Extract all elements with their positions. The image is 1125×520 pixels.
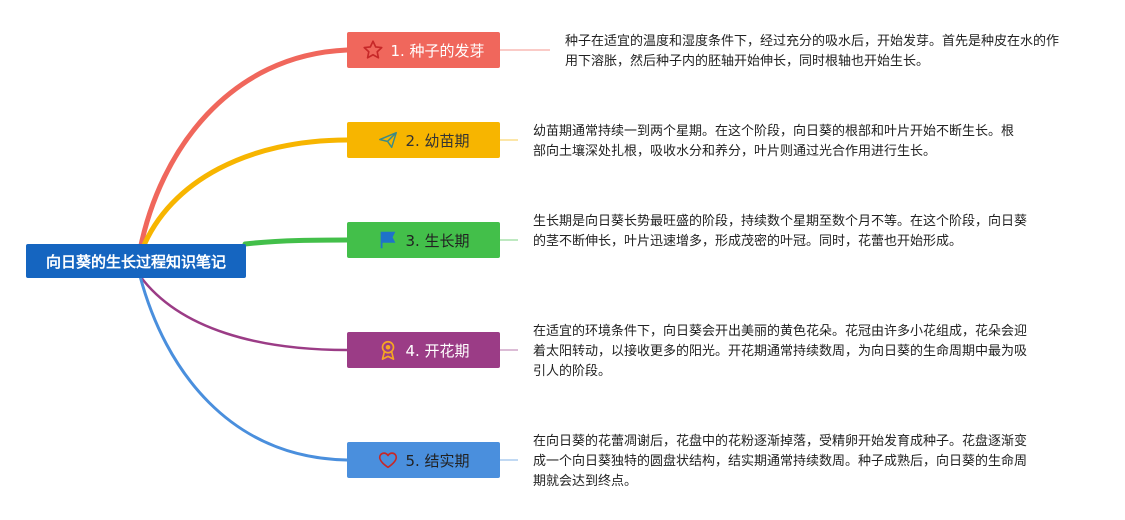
- heart-icon: [377, 449, 399, 471]
- stage-description-4: 在适宜的环境条件下，向日葵会开出美丽的黄色花朵。花冠由许多小花组成，花朵会迎着太…: [533, 324, 1028, 379]
- star-icon: [362, 39, 384, 61]
- paper-plane-icon: [377, 129, 399, 151]
- stage-node-3[interactable]: 3. 生长期: [347, 222, 500, 258]
- root-topic[interactable]: 向日葵的生长过程知识笔记: [26, 244, 246, 278]
- award-icon: [377, 339, 399, 361]
- stage-node-5[interactable]: 5. 结实期: [347, 442, 500, 478]
- branch-line-4: [138, 274, 349, 352]
- stage-node-2[interactable]: 2. 幼苗期: [347, 122, 500, 158]
- branch-line-3: [242, 237, 350, 247]
- stage-description-3: 生长期是向日葵长势最旺盛的阶段，持续数个星期至数个月不等。在这个阶段，向日葵的茎…: [533, 214, 1028, 249]
- stage-node-1[interactable]: 1. 种子的发芽: [347, 32, 500, 68]
- branch-line-1: [137, 47, 350, 253]
- branch-line-2: [139, 137, 350, 253]
- stage-description-2: 幼苗期通常持续一到两个星期。在这个阶段，向日葵的根部和叶片开始不断生长。根部向土…: [533, 124, 1015, 159]
- stage-label-2: 2. 幼苗期: [405, 131, 470, 150]
- stage-description-1: 种子在适宜的温度和湿度条件下，经过充分的吸水后，开始发芽。首先是种皮在水的作用下…: [565, 34, 1060, 69]
- flag-icon: [377, 229, 399, 251]
- stage-label-3: 3. 生长期: [405, 231, 470, 250]
- stage-description-5: 在向日葵的花蕾凋谢后，花盘中的花粉逐渐掉落，受精卵开始发育成种子。花盘逐渐变成一…: [533, 434, 1028, 489]
- branch-line-5: [138, 274, 349, 462]
- stage-label-5: 5. 结实期: [405, 451, 470, 470]
- stage-label-1: 1. 种子的发芽: [390, 41, 485, 60]
- stage-label-4: 4. 开花期: [405, 341, 470, 360]
- root-topic-label: 向日葵的生长过程知识笔记: [45, 252, 226, 271]
- stage-node-4[interactable]: 4. 开花期: [347, 332, 500, 368]
